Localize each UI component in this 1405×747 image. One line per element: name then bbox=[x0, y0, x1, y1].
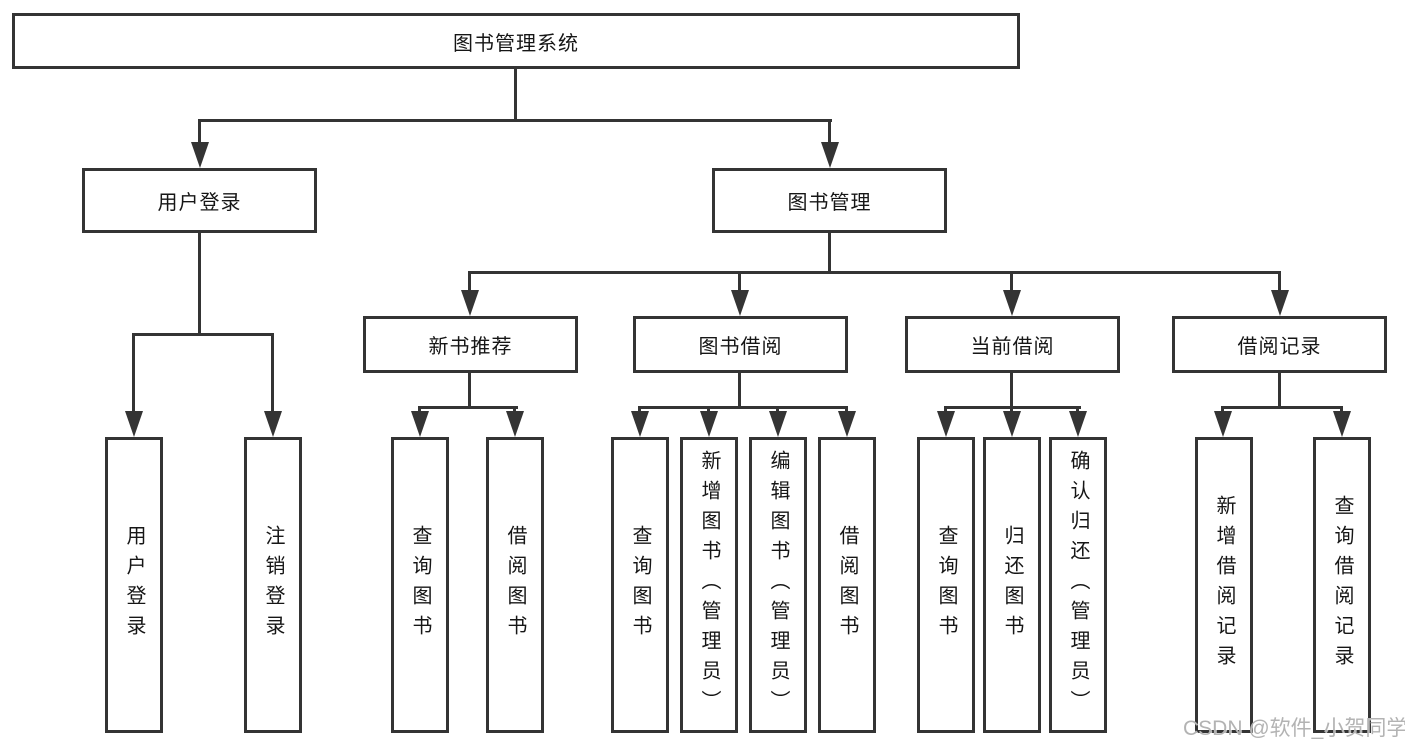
node-new-book-recommend: 新书推荐 bbox=[363, 316, 578, 373]
connector-line bbox=[1221, 406, 1343, 409]
connector-line bbox=[468, 271, 471, 292]
connector-line bbox=[1010, 372, 1013, 409]
connector-line bbox=[418, 406, 518, 409]
connector-line bbox=[1278, 372, 1281, 409]
connector-line bbox=[638, 406, 848, 409]
arrow-down-icon bbox=[461, 290, 479, 316]
connector-line bbox=[468, 271, 1281, 274]
connector-line bbox=[1010, 406, 1013, 414]
connector-line bbox=[1221, 406, 1224, 414]
node-leaf-add-borrow-record: 新增借阅记录 bbox=[1195, 437, 1253, 733]
arrow-down-icon bbox=[731, 290, 749, 316]
leaf-label: 查询图书 bbox=[629, 525, 651, 645]
arrow-down-icon bbox=[838, 411, 856, 437]
leaf-label: 注销登录 bbox=[262, 525, 284, 645]
connector-line bbox=[198, 119, 201, 145]
node-leaf-confirm-return-admin: 确认归还（管理员） bbox=[1049, 437, 1107, 733]
node-borrowing-records-label: 借阅记录 bbox=[1237, 336, 1322, 358]
leaf-label: 归还图书 bbox=[1001, 525, 1023, 645]
connector-line bbox=[638, 406, 641, 414]
connector-line bbox=[828, 233, 831, 274]
arrow-down-icon bbox=[700, 411, 718, 437]
node-leaf-borrow-books-recommend: 借阅图书 bbox=[486, 437, 544, 733]
leaf-label: 查询图书 bbox=[409, 525, 431, 645]
connector-line bbox=[828, 119, 831, 145]
arrow-down-icon bbox=[769, 411, 787, 437]
arrow-down-icon bbox=[506, 411, 524, 437]
watermark: CSDN @软件_小贺同学 bbox=[1183, 717, 1405, 740]
node-leaf-user-login: 用户登录 bbox=[105, 437, 163, 733]
connector-line bbox=[738, 271, 741, 292]
leaf-label: 新增借阅记录 bbox=[1213, 495, 1235, 675]
connector-line bbox=[198, 233, 201, 336]
node-book-management-label: 图书管理 bbox=[787, 192, 872, 214]
arrow-down-icon bbox=[191, 142, 209, 168]
connector-line bbox=[845, 406, 848, 414]
connector-line bbox=[513, 406, 516, 414]
arrow-down-icon bbox=[937, 411, 955, 437]
leaf-label: 借阅图书 bbox=[836, 525, 858, 645]
node-current-borrowing: 当前借阅 bbox=[905, 316, 1120, 373]
node-leaf-add-books-admin: 新增图书（管理员） bbox=[680, 437, 738, 733]
arrow-down-icon bbox=[1271, 290, 1289, 316]
connector-line bbox=[1340, 406, 1343, 414]
connector-line bbox=[468, 372, 471, 409]
node-leaf-return-books: 归还图书 bbox=[983, 437, 1041, 733]
arrow-down-icon bbox=[1003, 411, 1021, 437]
connector-line bbox=[132, 333, 274, 336]
arrow-down-icon bbox=[264, 411, 282, 437]
leaf-label: 查询图书 bbox=[935, 525, 957, 645]
node-borrowing-records: 借阅记录 bbox=[1172, 316, 1387, 373]
node-leaf-query-books-borrowing: 查询图书 bbox=[611, 437, 669, 733]
node-user-login: 用户登录 bbox=[82, 168, 317, 233]
arrow-down-icon bbox=[1003, 290, 1021, 316]
node-leaf-query-books-current: 查询图书 bbox=[917, 437, 975, 733]
leaf-label: 查询借阅记录 bbox=[1331, 495, 1353, 675]
connector-line bbox=[418, 406, 421, 414]
arrow-down-icon bbox=[821, 142, 839, 168]
arrow-down-icon bbox=[1333, 411, 1351, 437]
node-user-login-label: 用户登录 bbox=[157, 192, 242, 214]
connector-line bbox=[1278, 271, 1281, 292]
arrow-down-icon bbox=[631, 411, 649, 437]
node-leaf-query-borrow-record: 查询借阅记录 bbox=[1313, 437, 1371, 733]
connector-line bbox=[707, 406, 710, 414]
connector-line bbox=[514, 68, 517, 122]
arrow-down-icon bbox=[1214, 411, 1232, 437]
leaf-label: 编辑图书（管理员） bbox=[767, 450, 789, 720]
node-leaf-borrow-books-borrowing: 借阅图书 bbox=[818, 437, 876, 733]
node-root: 图书管理系统 bbox=[12, 13, 1020, 69]
node-book-borrowing-label: 图书借阅 bbox=[698, 336, 783, 358]
connector-line bbox=[132, 333, 135, 413]
connector-line bbox=[271, 333, 274, 413]
leaf-label: 新增图书（管理员） bbox=[698, 450, 720, 720]
node-book-borrowing: 图书借阅 bbox=[633, 316, 848, 373]
connector-line bbox=[776, 406, 779, 414]
connector-line bbox=[198, 119, 832, 122]
arrow-down-icon bbox=[1069, 411, 1087, 437]
connector-line bbox=[1010, 271, 1013, 292]
node-leaf-logout: 注销登录 bbox=[244, 437, 302, 733]
leaf-label: 借阅图书 bbox=[504, 525, 526, 645]
node-leaf-query-books-recommend: 查询图书 bbox=[391, 437, 449, 733]
arrow-down-icon bbox=[411, 411, 429, 437]
node-leaf-edit-books-admin: 编辑图书（管理员） bbox=[749, 437, 807, 733]
node-book-management: 图书管理 bbox=[712, 168, 947, 233]
leaf-label: 确认归还（管理员） bbox=[1067, 450, 1089, 720]
node-current-borrowing-label: 当前借阅 bbox=[970, 336, 1055, 358]
connector-line bbox=[1076, 406, 1079, 414]
connector-line bbox=[944, 406, 947, 414]
leaf-label: 用户登录 bbox=[123, 525, 145, 645]
node-root-label: 图书管理系统 bbox=[453, 32, 579, 55]
arrow-down-icon bbox=[125, 411, 143, 437]
node-new-book-recommend-label: 新书推荐 bbox=[428, 336, 513, 358]
connector-line bbox=[738, 372, 741, 409]
